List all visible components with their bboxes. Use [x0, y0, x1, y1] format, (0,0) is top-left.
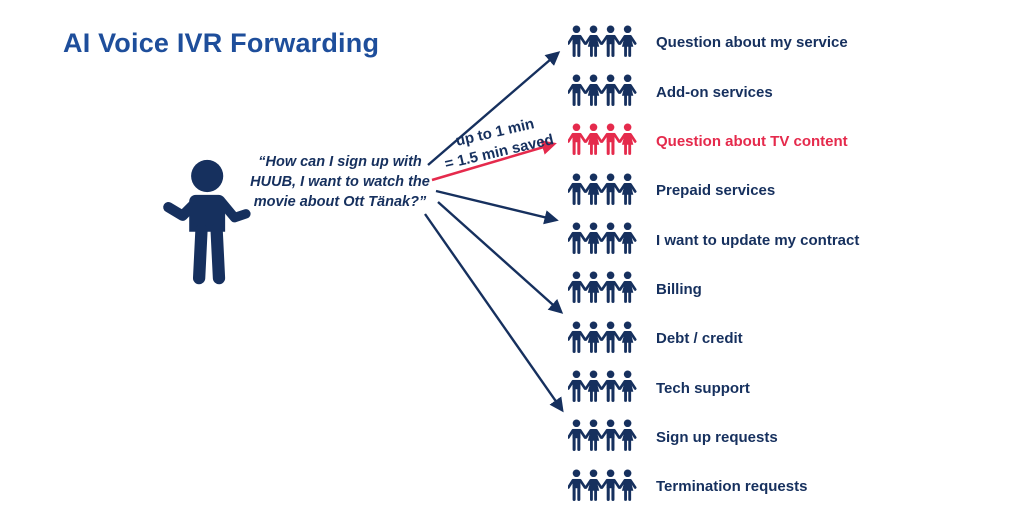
quote-line: movie about Ott Tänak?” [253, 194, 427, 210]
customer-figure [158, 156, 262, 300]
category-row: Prepaid services [568, 166, 859, 215]
people-group-icon [568, 370, 637, 403]
quote-line: “How can I sign up with [258, 154, 422, 170]
category-label: Prepaid services [656, 182, 776, 200]
quote-line: HUUB, I want to watch the [250, 174, 430, 190]
category-row: Billing [568, 265, 859, 314]
person-silhouette-icon [163, 159, 251, 285]
people-group-icon [568, 123, 637, 156]
people-group-icon [568, 271, 637, 304]
people-group-icon [568, 25, 637, 57]
category-label: Termination requests [656, 478, 808, 496]
category-row: Question about my service [568, 18, 859, 67]
category-label: Add-on services [656, 83, 773, 101]
people-group-icon [568, 222, 637, 255]
category-row: Termination requests [568, 462, 859, 511]
category-label: Question about my service [656, 34, 848, 52]
people-group-icon [568, 74, 637, 107]
category-row: Debt / credit [568, 314, 859, 363]
category-row: Add-on services [568, 67, 859, 116]
category-row: I want to update my contract [568, 215, 859, 264]
category-row: Tech support [568, 363, 859, 412]
arrow-to-sign-up-requests [424, 213, 564, 413]
arrow-to-debt-credit [437, 201, 564, 314]
customer-quote: “How can I sign up with HUUB, I want to … [238, 152, 442, 212]
people-group-icon [568, 321, 637, 353]
page-title: AI Voice IVR Forwarding [63, 28, 380, 58]
arrow-to-update-my-contract [435, 189, 559, 225]
people-group-icon [568, 173, 637, 205]
category-label: Debt / credit [656, 330, 743, 348]
category-label: Billing [656, 280, 702, 298]
category-label: Sign up requests [656, 428, 778, 446]
category-row: Question about TV content [568, 117, 859, 166]
category-label: Question about TV content [656, 132, 848, 150]
people-group-icon [568, 469, 637, 501]
category-list: Question about my service [568, 18, 859, 511]
category-row: Sign up requests [568, 413, 859, 462]
category-label: I want to update my contract [656, 231, 860, 249]
people-group-icon [568, 419, 637, 452]
category-label: Tech support [656, 379, 750, 397]
